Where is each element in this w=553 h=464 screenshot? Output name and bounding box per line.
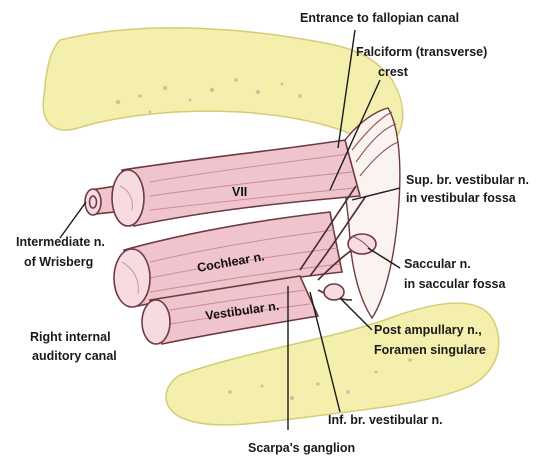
saccular-nerve-label-2: in saccular fossa [404,277,506,291]
intermediate-nerve-label-1: Intermediate n. [16,235,105,249]
intermediate-nerve-label-2: of Wrisberg [24,255,93,269]
falciform-crest-label-2: crest [378,65,409,79]
inf-br-vestibular-label: Inf. br. vestibular n. [328,413,443,427]
fundus-wall [338,108,400,318]
vii-label: VII [232,185,247,199]
sup-br-vestibular-label-1: Sup. br. vestibular n. [406,173,529,187]
falciform-crest-label-1: Falciform (transverse) [356,45,487,59]
post-ampullary-label-1: Post ampullary n., [374,323,482,337]
right-internal-canal-label-1: Right internal [30,330,111,344]
post-ampullary-label-2: Foramen singulare [374,343,486,357]
sup-br-vestibular-label-2: in vestibular fossa [406,191,517,205]
entrance-fallopian-label: Entrance to fallopian canal [300,11,459,25]
saccular-nerve-label-1: Saccular n. [404,257,471,271]
scarpas-ganglion-label: Scarpa's ganglion [248,441,355,455]
upper-bone [43,28,403,150]
right-internal-canal-label-2: auditory canal [32,349,117,363]
